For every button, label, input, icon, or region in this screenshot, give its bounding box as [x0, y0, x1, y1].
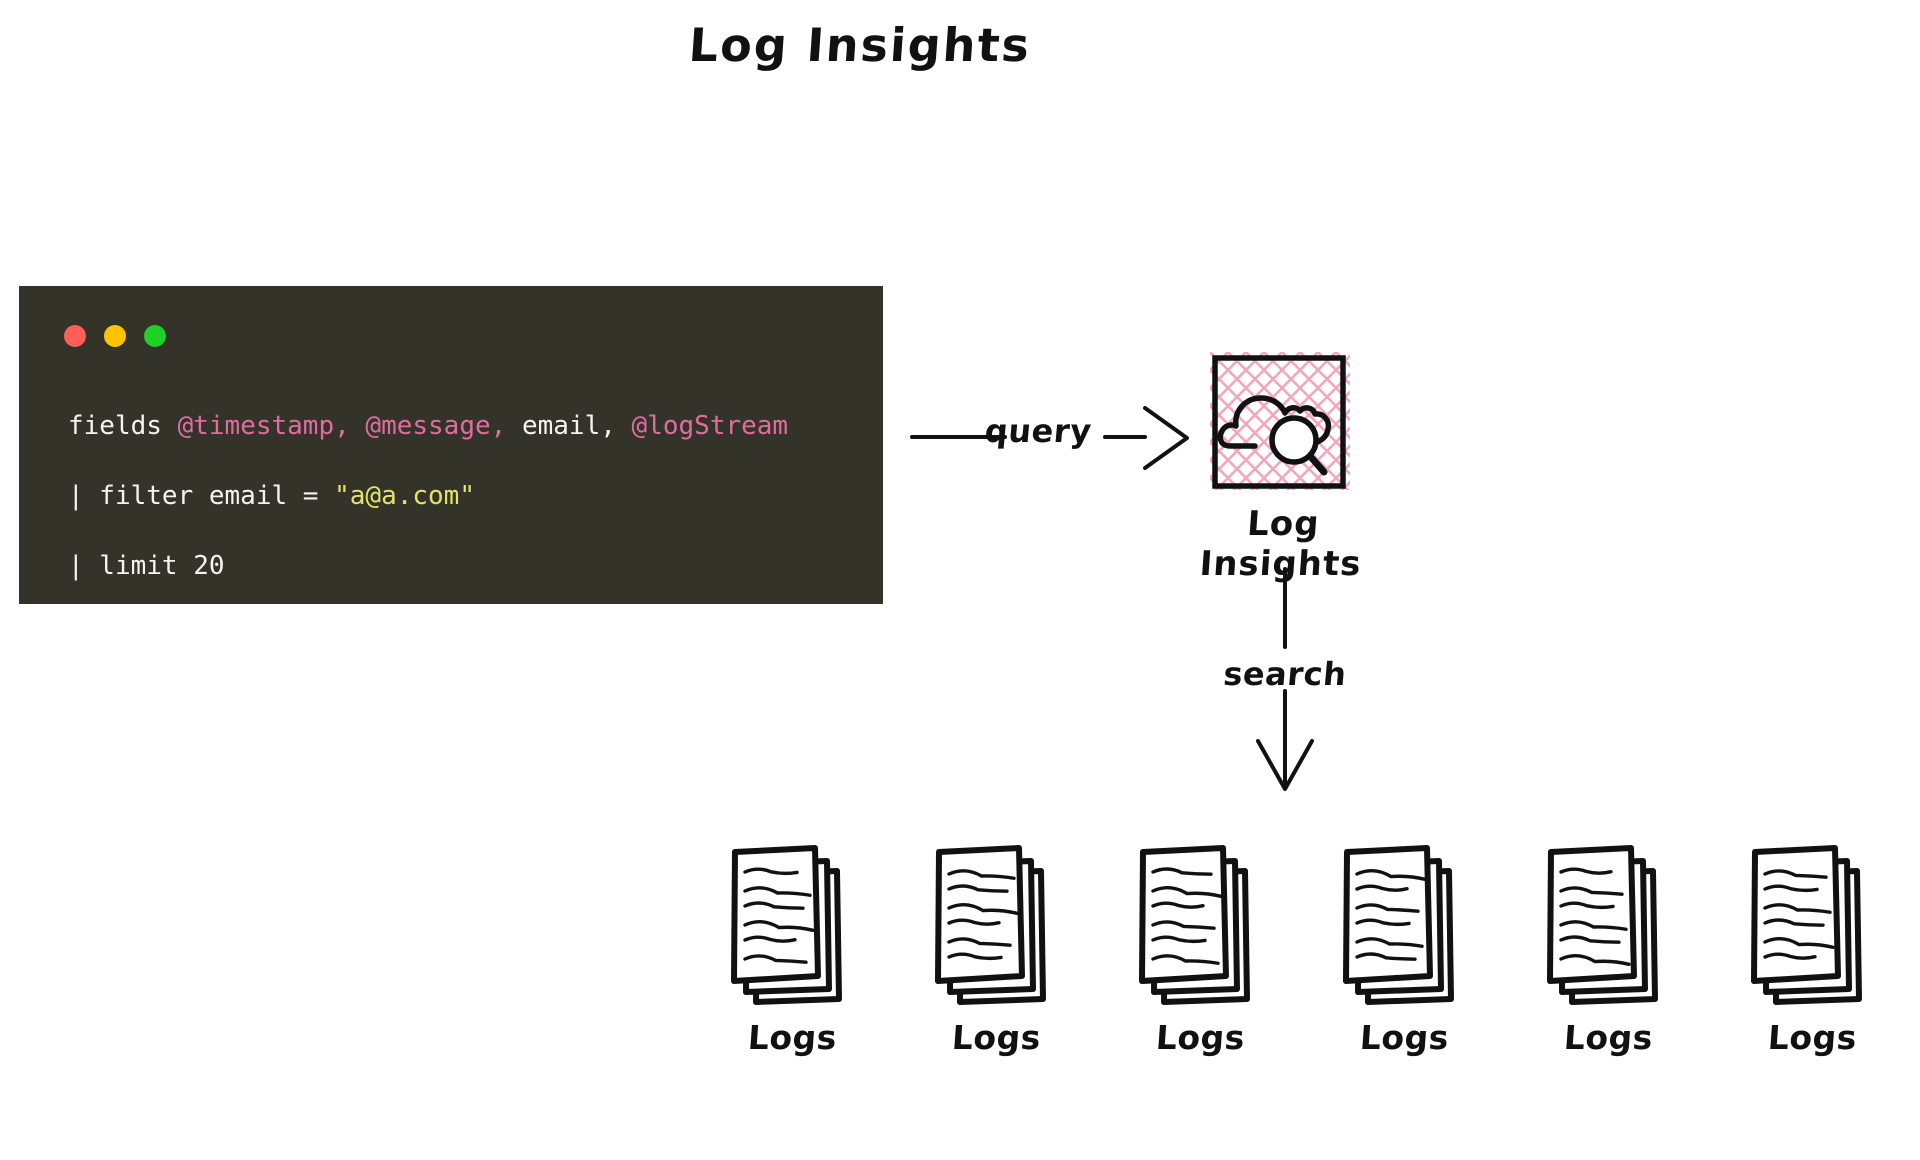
document-stack-icon	[1139, 845, 1250, 1005]
code-window-titlebar	[20, 287, 882, 373]
node-logs-label: Logs	[1562, 1018, 1654, 1057]
code-token-string: "a@a.com"	[334, 481, 475, 511]
code-token-plain: | limit 20	[68, 551, 225, 581]
node-logs[interactable]: Logs	[722, 840, 862, 1057]
node-logs-label: Logs	[746, 1018, 838, 1057]
page-title: Log Insights	[687, 18, 1033, 72]
node-logs-label: Logs	[1766, 1018, 1858, 1057]
node-logs[interactable]: Logs	[1334, 840, 1474, 1057]
window-close-dot-icon[interactable]	[64, 325, 86, 347]
code-token-plain: fields	[68, 411, 178, 441]
logs-row: Logs Logs Logs Logs Logs Logs	[722, 840, 1882, 1090]
document-stack-icon	[935, 845, 1046, 1005]
document-stack-icon	[1751, 845, 1862, 1005]
search-edge-label: search	[1221, 655, 1349, 693]
node-logs[interactable]: Logs	[926, 840, 1066, 1057]
code-token-field: @logStream	[631, 411, 789, 441]
node-logs-label: Logs	[1358, 1018, 1450, 1057]
node-logs[interactable]: Logs	[1130, 840, 1270, 1057]
code-window: fields @timestamp, @message, email, @log…	[20, 287, 882, 603]
code-token-plain: | filter email =	[68, 481, 335, 511]
query-edge-label: query	[983, 412, 1094, 450]
node-logs[interactable]: Logs	[1742, 840, 1882, 1057]
node-logs-label: Logs	[950, 1018, 1042, 1057]
code-line: | filter email = "a@a.com"	[68, 479, 788, 514]
code-token-field: @timestamp, @message,	[177, 411, 507, 441]
document-stack-icon	[731, 845, 842, 1005]
document-stack-icon	[1343, 845, 1454, 1005]
query-arrow-icon	[910, 406, 1189, 470]
code-token-plain: email,	[506, 411, 632, 441]
code-block: fields @timestamp, @message, email, @log…	[68, 409, 788, 584]
node-log-insights[interactable]: Log Insights	[1198, 344, 1363, 584]
document-stack-icon	[1547, 845, 1658, 1005]
code-line: fields @timestamp, @message, email, @log…	[68, 409, 788, 444]
code-line: | limit 20	[68, 549, 788, 584]
window-minimize-dot-icon[interactable]	[104, 325, 126, 347]
node-logs[interactable]: Logs	[1538, 840, 1678, 1057]
cloud-search-icon	[1208, 344, 1356, 490]
node-logs-label: Logs	[1154, 1018, 1246, 1057]
search-arrow-icon	[1256, 567, 1314, 791]
window-maximize-dot-icon[interactable]	[144, 325, 166, 347]
